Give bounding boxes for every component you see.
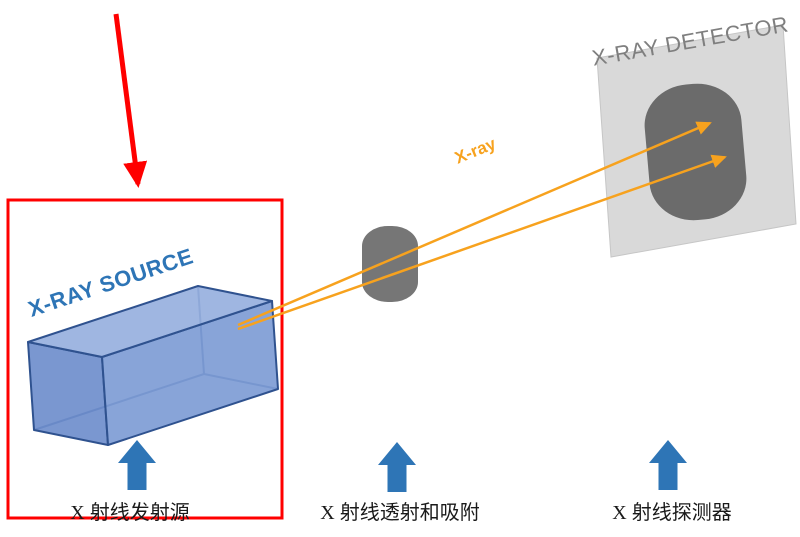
up-arrow-detector [649, 440, 687, 490]
caption-detector: X 射线探测器 [612, 502, 732, 524]
sample-object-cylinder [362, 226, 418, 302]
xray-beam-lower [237, 154, 727, 331]
red-pointer-arrow [113, 13, 148, 188]
source-box-left-face [27, 341, 109, 446]
source-highlight-box [6, 198, 284, 520]
caption-object: X 射线透射和吸附 [320, 502, 480, 524]
up-arrow-object [378, 442, 416, 492]
caption-source: X 射线发射源 [70, 502, 190, 524]
up-arrow-source [118, 440, 156, 490]
detector-image-blob [644, 83, 747, 221]
xray-beam-upper [237, 121, 712, 327]
xray-source-box [27, 285, 279, 446]
source-box-top-face [27, 285, 273, 358]
